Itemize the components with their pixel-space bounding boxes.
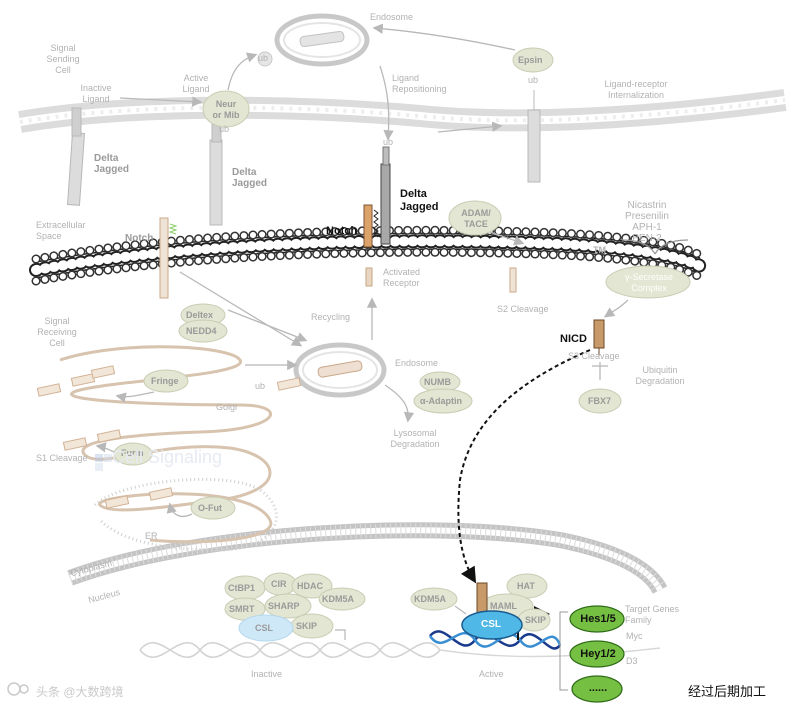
lysosomal-degradation-label: Lysosomal Degradation [390,428,440,449]
furin-label: Furin [121,448,144,458]
nicd-label: NICD [560,333,587,345]
grey-proteins [113,47,691,639]
s3-cleavage-label: S3 Cleavage [568,351,620,361]
ub-label-4: ub [528,75,539,85]
more-genes-label: ...... [588,682,608,694]
tm-label: TM [593,245,606,255]
hey-label: Hey1/2 [580,648,616,660]
active-ligand-label: Active Ligand [182,73,210,94]
smrt-label: SMRT [229,604,255,614]
delta-jagged-label-2: Delta Jagged [232,167,268,189]
watermark-bg-label: Cell Signaling [112,447,223,467]
watermark-logo [95,454,112,471]
ligand-receptor-internalization-label: Ligand-receptor Internalization [604,79,668,100]
fringe-label: Fringe [151,376,179,386]
skip-label-active: SKIP [525,615,547,625]
s2-cleavage-label: S2 Cleavage [497,304,549,314]
notch-label-faded: Notch [125,233,154,244]
myc-label: Myc [626,631,643,641]
target-genes-label: Target Genes Family [625,604,680,625]
csl-inactive [238,614,294,642]
endosome-top [257,13,370,67]
sharp-label: SHARP [268,601,300,611]
hat-label: HAT [517,581,535,591]
pathway-arrows [95,23,689,518]
skip-label-inactive: SKIP [296,621,318,631]
ub-label-3: ub [383,137,394,147]
ligand-repositioning-label: Ligand Repositioning [392,73,447,94]
hes-label: Hes1/5 [580,613,616,625]
nicd-translocation-arrow [457,349,591,584]
golgi-receptors [36,365,302,509]
ub-label-1: ub [258,53,269,63]
watermark-text: 头条 @大数跨境 [36,685,124,699]
inactive-label: Inactive [251,669,283,679]
post-processed-note: 经过后期加工 [688,684,767,699]
numb-label: NUMB [424,377,451,387]
watermark-icon [7,682,29,696]
extracellular-space-label: Extracellular Space [36,220,86,241]
deltex-label: Deltex [186,310,214,320]
csl-active [461,582,523,640]
gamma-secretase-label: γ-Secretase Complex [624,272,674,293]
ub-label-5: ub [255,381,266,391]
cir-label: CIR [271,579,287,589]
target-gene-ovals [569,605,625,703]
nuclear-membrane [67,522,668,595]
golgi-label: Golgi [216,402,238,412]
signal-receiving-cell-label: Signal Receiving Cell [37,316,77,348]
maml-label: MAML [490,601,517,611]
ligands-sending [66,90,541,226]
hdac-label: HDAC [297,581,323,591]
kdm5a-label-inactive: KDM5A [322,594,355,604]
active-label: Active [479,669,504,679]
delta-jagged-label-1: Delta Jagged [94,153,130,175]
alpha-adaptin-label: α-Adaptin [420,396,463,406]
neur-mib-label: Neur or Mib [212,99,240,120]
csl-active-label: CSL [481,619,501,630]
endosome-top-label: Endosome [370,12,414,22]
notch-label: Notch [326,225,358,237]
epsin-label: Epsin [518,55,543,65]
er-label: ER [145,531,158,541]
dna [139,630,661,658]
activated-receptor-label: Activated Receptor [383,267,421,288]
endosome-mid [293,342,387,398]
d3-label: D3 [626,656,638,666]
delta-notch-complex [363,146,391,287]
ofut-label: O-Fut [198,503,222,513]
ctbp1-label: CtBP1 [228,583,256,593]
notch-receptors [159,217,605,356]
signal-sending-cell-label: Signal Sending Cell [46,43,80,75]
ub-label-2: ub [219,124,230,134]
s1-cleavage-label: S1 Cleavage [36,453,88,463]
fbx7-label: FBX7 [588,396,612,406]
inactive-ligand-label: Inactive Ligand [80,83,112,104]
delta-jagged-label-main: Delta Jagged [400,188,439,213]
recycling-label: Recycling [311,312,351,322]
sending-cell-membrane [18,89,787,133]
ubiquitin-degradation-label: Ubiquitin Degradation [635,365,685,386]
nedd4-label: NEDD4 [186,326,217,336]
csl-inactive-label: CSL [255,623,273,633]
endosome-mid-label: Endosome [395,358,439,368]
adam-tace-label: ADAM/ TACE [461,208,491,229]
nicastrin-list-label: Nicastrin Presenilin APH-1 PEN-2 [625,200,669,244]
kdm5a-label-active: KDM5A [414,594,447,604]
